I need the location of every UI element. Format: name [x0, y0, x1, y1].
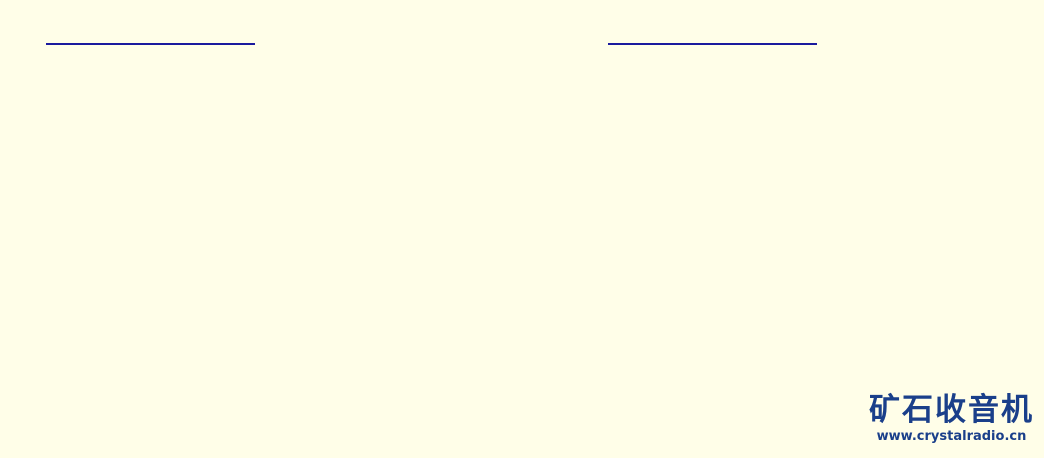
watermark: 矿石收音机 www.crystalradio.cn	[869, 392, 1034, 446]
watermark-url: www.crystalradio.cn	[876, 429, 1027, 444]
watermark-title: 矿石收音机	[869, 392, 1034, 428]
